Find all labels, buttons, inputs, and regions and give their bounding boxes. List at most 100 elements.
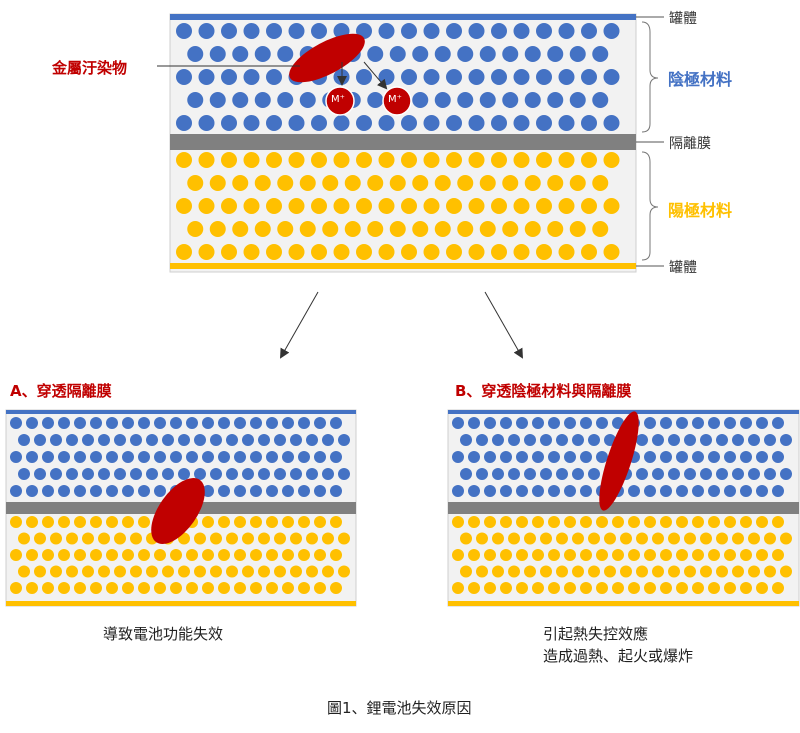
case-b-result-line1: 引起熱失控效應 xyxy=(543,625,649,643)
anode-particle xyxy=(513,198,530,214)
cathode-particle xyxy=(176,115,192,131)
cathode-particle xyxy=(502,92,519,108)
cathode-particle xyxy=(457,92,474,108)
cathode-particle xyxy=(138,417,150,429)
anode-particle xyxy=(764,532,776,545)
anode-particle xyxy=(218,516,230,528)
anode-particle xyxy=(42,549,54,561)
anode-particle xyxy=(708,516,720,528)
cathode-particle xyxy=(756,417,768,429)
cathode-particle xyxy=(468,23,485,39)
anode-particle xyxy=(274,565,286,578)
cathode-particle xyxy=(532,485,544,497)
cathode-particle xyxy=(492,434,504,446)
anode-particle xyxy=(652,532,664,545)
anode-particle xyxy=(780,532,792,545)
anode-particle xyxy=(282,582,294,594)
main-top-can xyxy=(170,14,636,20)
anode-particle xyxy=(423,152,440,168)
anode-particle xyxy=(580,549,592,561)
contaminant-particle xyxy=(289,33,365,83)
anode-particle xyxy=(548,582,560,594)
cathode-particle xyxy=(234,417,246,429)
cathode-particle xyxy=(389,46,406,62)
cathode-particle xyxy=(732,434,744,446)
anode-particle xyxy=(288,152,305,168)
anode-particle xyxy=(74,549,86,561)
cathode-particle xyxy=(446,23,462,39)
anode-particle xyxy=(367,175,384,191)
anode-particle xyxy=(536,152,552,168)
cathode-particle xyxy=(401,23,417,39)
anode-particle xyxy=(580,516,592,528)
anode-particle xyxy=(266,549,278,561)
cathode-particle xyxy=(603,69,620,85)
anode-particle xyxy=(468,152,485,168)
cathode-particle xyxy=(700,468,712,480)
cathode-particle xyxy=(460,434,472,446)
cathode-particle xyxy=(290,434,302,446)
anode-particle xyxy=(74,582,86,594)
anode-particle xyxy=(250,582,262,594)
cathode-particle xyxy=(756,451,768,463)
anode-particle xyxy=(676,549,688,561)
anode-particle xyxy=(491,244,507,260)
anode-particle xyxy=(258,532,270,545)
anode-particle xyxy=(596,582,608,594)
cathode-particle xyxy=(299,92,316,108)
main-bottom-can xyxy=(170,263,636,269)
cathode-particle xyxy=(460,468,472,480)
cathode-particle xyxy=(314,485,326,497)
case-a-contaminant xyxy=(151,478,205,544)
anode-particle xyxy=(243,244,260,260)
cathode-particle xyxy=(90,417,102,429)
anode-particle xyxy=(58,549,70,561)
cathode-particle xyxy=(306,434,318,446)
cathode-particle xyxy=(306,468,318,480)
cathode-particle xyxy=(162,468,174,480)
anode-particle xyxy=(210,565,222,578)
metal-ion-1 xyxy=(325,86,355,116)
anode-particle xyxy=(106,516,118,528)
cathode-particle xyxy=(748,468,760,480)
anode-particle xyxy=(242,565,254,578)
case-b-result-line2: 造成過熱、起火或爆炸 xyxy=(543,647,694,665)
anode-particle xyxy=(250,549,262,561)
anode-particle xyxy=(491,152,507,168)
anode-particle xyxy=(676,582,688,594)
anode-particle xyxy=(660,549,672,561)
cathode-particle xyxy=(588,434,600,446)
ion-arrow-2 xyxy=(363,61,388,90)
cathode-particle xyxy=(367,46,384,62)
cathode-particle xyxy=(732,468,744,480)
cathode-particle xyxy=(540,468,552,480)
anode-particle xyxy=(564,549,576,561)
cathode-particle xyxy=(740,417,752,429)
cathode-brace xyxy=(641,21,659,133)
anode-particle xyxy=(588,565,600,578)
cathode-particle xyxy=(708,485,720,497)
case-a-result: 導致電池功能失效 xyxy=(103,625,224,643)
cathode-particle xyxy=(434,46,451,62)
anode-particle xyxy=(748,565,760,578)
anode-particle xyxy=(194,532,206,545)
anode-particle xyxy=(221,152,237,168)
cathode-particle xyxy=(58,485,70,497)
cathode-particle xyxy=(558,115,575,131)
anode-particle xyxy=(234,582,246,594)
cathode-particle xyxy=(476,468,488,480)
anode-particle xyxy=(558,152,575,168)
anode-particle xyxy=(176,152,192,168)
anode-particle xyxy=(547,175,564,191)
anode-particle xyxy=(122,516,134,528)
cathode-particle xyxy=(580,417,592,429)
cathode-particle xyxy=(221,69,237,85)
cathode-particle xyxy=(603,23,620,39)
anode-particle xyxy=(50,565,62,578)
cathode-particle xyxy=(513,115,530,131)
case-a-cathode-layer xyxy=(10,417,350,497)
anode-particle xyxy=(457,221,474,237)
cathode-particle xyxy=(232,92,249,108)
cathode-particle xyxy=(18,434,30,446)
